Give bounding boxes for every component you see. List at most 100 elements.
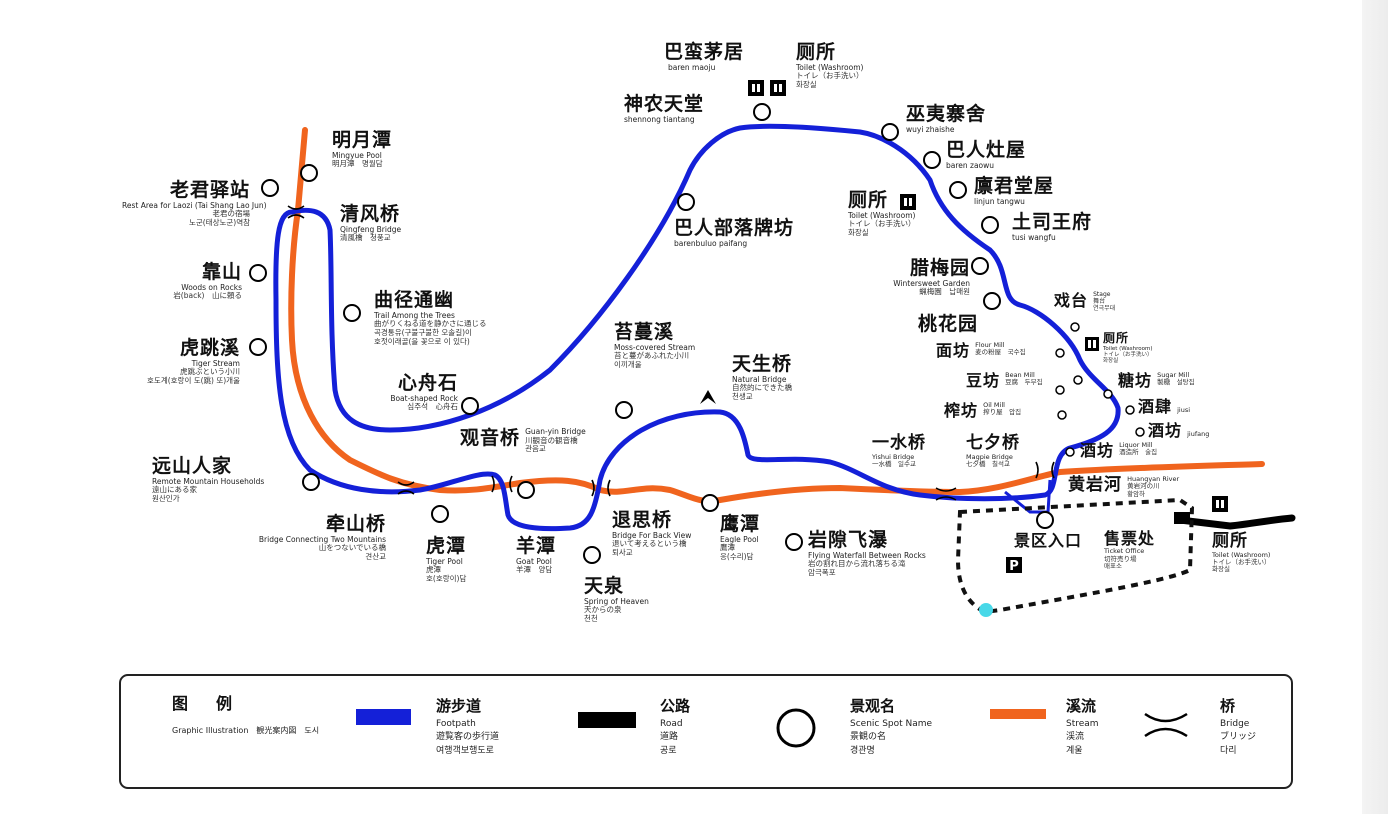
spot-tusi-wangfu[interactable]: 土司王府 tusi wangfu (1012, 211, 1093, 242)
spot-en: Liquor Mill (1119, 441, 1153, 449)
spot-baren-maoju[interactable]: 巴蛮茅居 baren maoju (664, 41, 745, 72)
spot-stage[interactable]: 戏台 Stage 舞台 연극무대 (1054, 291, 1115, 313)
spot-en: Tiger Stream (191, 358, 240, 368)
spot-sub: 退いて考えるという橋 (612, 539, 687, 549)
spot-name: 老君驿站 (169, 179, 250, 201)
ticket-route (955, 497, 1195, 615)
spot-baren-zaowu[interactable]: 巴人灶屋 baren zaowu (946, 139, 1027, 170)
spot-sub: 虎跳ぶという小川 (180, 367, 240, 377)
spot-sugar-mill[interactable]: 糖坊 Sugar Mill 製糖 설탕집 (1118, 371, 1195, 390)
spot-sub: 明月潭 명월담 (332, 159, 383, 169)
spot-en: Woods on Rocks (181, 282, 242, 292)
spot-sub: 黄岩河の川 (1127, 482, 1160, 491)
spot-liquor-mill[interactable]: 酒坊 Liquor Mill 酒造所 술집 (1080, 441, 1157, 460)
spot-taohua-garden[interactable]: 桃花园 (918, 313, 978, 336)
spot-magpie-bridge[interactable]: 七夕桥 Magpie Bridge 七夕橋 칠석교 (966, 433, 1020, 468)
spot-shennong[interactable]: 神农天堂 shennong tiantang (624, 93, 704, 124)
legend-label-sub: 渓流 (1066, 732, 1085, 742)
spot-qingfeng-bridge[interactable]: 清风桥 Qingfeng Bridge 清風橋 청풍교 (340, 203, 402, 243)
spot-oil-mill[interactable]: 榨坊 Oil Mill 搾り屋 압집 (944, 401, 1021, 420)
spot-yuanshan-household[interactable]: 远山人家 Remote Mountain Households 遠山にある家 원… (152, 455, 265, 504)
spot-mingyue-pool[interactable]: 明月潭 Mingyue Pool 明月潭 명월담 (332, 129, 392, 169)
spot-quijing-tongyou[interactable]: 曲径通幽 Trail Among the Trees 曲がりくねる道を静かさに通… (374, 289, 487, 346)
bridge-markers (287, 205, 1055, 501)
footpath-line (273, 123, 1121, 532)
spot-sub: トイレ（お手洗い） (796, 71, 864, 81)
spot-name: 巴人部落牌坊 (674, 217, 795, 239)
legend-title-zh: 图例 (172, 694, 261, 713)
spot-sub: 鷹潭 (720, 543, 735, 553)
spot-name: 清风桥 (340, 203, 401, 225)
spot-en: Toilet (Washroom) (848, 210, 916, 220)
spot-toilet-mid[interactable]: 厕所 Toilet (Washroom) トイレ（お手洗い） 화장실 (848, 189, 916, 238)
spot-qianshan-bridge[interactable]: 牵山桥 Bridge Connecting Two Mountains 山をつな… (226, 513, 386, 562)
spot-flour-mill[interactable]: 面坊 Flour Mill 麦の粉屋 국수집 (936, 341, 1026, 360)
spot-moss-stream[interactable]: 苔蔓溪 Moss-covered Stream 苔と蔓があふれた小川 이끼개울 (614, 321, 695, 370)
spot-en: jiufang (1187, 430, 1210, 438)
spot-tuisi-bridge[interactable]: 退思桥 Bridge For Back View 退いて考えるという橋 퇴사교 (612, 509, 691, 558)
spot-entrance[interactable]: 景区入口 (1014, 531, 1083, 550)
natural-bridge-marker (700, 390, 716, 404)
spot-tiger-pool[interactable]: 虎潭 Tiger Pool 虎潭 호(호랑이)담 (426, 535, 466, 584)
spot-spring-heaven[interactable]: 天泉 Spring of Heaven 天からの泉 천천 (584, 575, 649, 624)
spot-toilet-top[interactable]: 厕所 Toilet (Washroom) トイレ（お手洗い） 화장실 (796, 41, 864, 90)
spot-name: 巴蛮茅居 (664, 41, 745, 63)
spot-sub3: 호젓이래골(을 꽃으로 이 있다) (374, 336, 470, 346)
spot-ticket-office[interactable]: 售票处 Ticket Office 切符売り場 매표소 (1104, 529, 1155, 571)
spot-en: Ticket Office (1104, 547, 1145, 556)
spot-bean-mill[interactable]: 豆坊 Bean Mill 豆腐 두부집 (966, 371, 1043, 390)
spot-sub: 切符売り場 (1104, 554, 1137, 563)
spot-en: jiusi (1177, 406, 1191, 414)
spot-en: Sugar Mill (1157, 371, 1190, 379)
spot-toilet-east[interactable]: 厕所 Toilet (Washroom) トイレ（お手洗い） 화장실 (1103, 331, 1153, 365)
spot-en: Bridge Connecting Two Mountains (258, 534, 386, 544)
spot-name: 土司王府 (1012, 211, 1093, 233)
spot-wuyi-zhaishe[interactable]: 巫夷寨舍 wuyi zhaishe (906, 103, 986, 134)
spot-xinzhou-rock[interactable]: 心舟石 Boat-shaped Rock 심주석 心舟石 (360, 372, 458, 412)
spot-sub: 老君の宿場 (212, 209, 251, 219)
spot-yishui-bridge[interactable]: 一水桥 Yishui Bridge 一水橋 일수교 (872, 433, 926, 468)
spot-huangyan-river[interactable]: 黄岩河 Huangyan River 黄岩河の川 황암하 (1068, 475, 1179, 498)
spot-natural-bridge[interactable]: 天生桥 Natural Bridge 自然的にできた橋 천생교 (732, 353, 792, 402)
legend-label-en: Road (660, 718, 683, 729)
legend-box (119, 674, 1293, 789)
spot-name: 面坊 (936, 341, 971, 360)
legend-label-sub: 道路 (660, 732, 679, 742)
spot-name: 厕所 (1212, 531, 1248, 551)
spot-hutiao-stream[interactable]: 虎跳溪 Tiger Stream 虎跳ぶという小川 호도계(호랑이 도(跳) 또… (132, 337, 240, 386)
spot-en: Remote Mountain Households (152, 476, 265, 486)
legend-road-swatch (578, 712, 636, 728)
spot-goat-pool[interactable]: 羊潭 Goat Pool 羊潭 양담 (516, 535, 556, 575)
spot-en: Qingfeng Bridge (340, 224, 402, 234)
spot-waterfall[interactable]: 岩隙飞瀑 Flying Waterfall Between Rocks 岩の割れ… (808, 529, 926, 578)
legend-label-sub: ブリッジ (1220, 732, 1257, 742)
legend-label-sub2: 다리 (1220, 745, 1237, 756)
spot-jiufang-top[interactable]: 酒坊 jiufang (1148, 421, 1210, 440)
spot-sub2: 화장실 (796, 80, 817, 90)
spot-en: linjun tangwu (974, 196, 1025, 206)
spot-name: 七夕桥 (966, 433, 1020, 453)
spot-sub: 虎潭 (426, 565, 441, 575)
legend-bridge-swatch (1144, 712, 1188, 738)
spot-toilet-right[interactable]: 厕所 Toilet (Washroom) トイレ（お手洗い） 화장실 (1212, 531, 1271, 574)
start-marker (979, 603, 993, 617)
spot-sub: 岩の割れ目から流れ落ちる滝 (808, 559, 906, 569)
legend-spot: 景观名 Scenic Spot Name 景観の名 경관명 (850, 695, 932, 758)
spot-en: baren zaowu (946, 160, 995, 170)
spot-en: Oil Mill (983, 401, 1005, 409)
spot-sub: トイレ（お手洗い） (1212, 558, 1271, 567)
spot-linjun-tangwu[interactable]: 廪君堂屋 linjun tangwu (974, 175, 1054, 206)
spot-lamei-garden[interactable]: 腊梅园 Wintersweet Garden 蝋梅園 납매원 (862, 257, 970, 297)
spot-guanyin-bridge[interactable]: 观音桥 Guan-yin Bridge 川観音の観音橋 관음교 (460, 427, 586, 454)
legend-spot-swatch (776, 708, 816, 748)
spot-laojun-station[interactable]: 老君驿站 Rest Area for Laozi (Tai Shang Lao … (122, 179, 267, 228)
spot-eagle-pool[interactable]: 鹰潭 Eagle Pool 鷹潭 응(수리)담 (720, 513, 760, 562)
spot-jiusi[interactable]: 酒肆 jiusi (1138, 397, 1191, 416)
spot-sub: 自然的にできた橋 (732, 383, 792, 393)
spot-name: 景区入口 (1014, 531, 1083, 550)
spot-buluo-paifang[interactable]: 巴人部落牌坊 barenbuluo paifang (674, 217, 795, 248)
spot-name: 靠山 (201, 261, 242, 283)
spot-en: Natural Bridge (732, 374, 787, 384)
spot-kaoshan[interactable]: 靠山 Woods on Rocks 岩(back) 山に頼る (150, 261, 242, 301)
spot-name: 巴人灶屋 (946, 139, 1027, 161)
